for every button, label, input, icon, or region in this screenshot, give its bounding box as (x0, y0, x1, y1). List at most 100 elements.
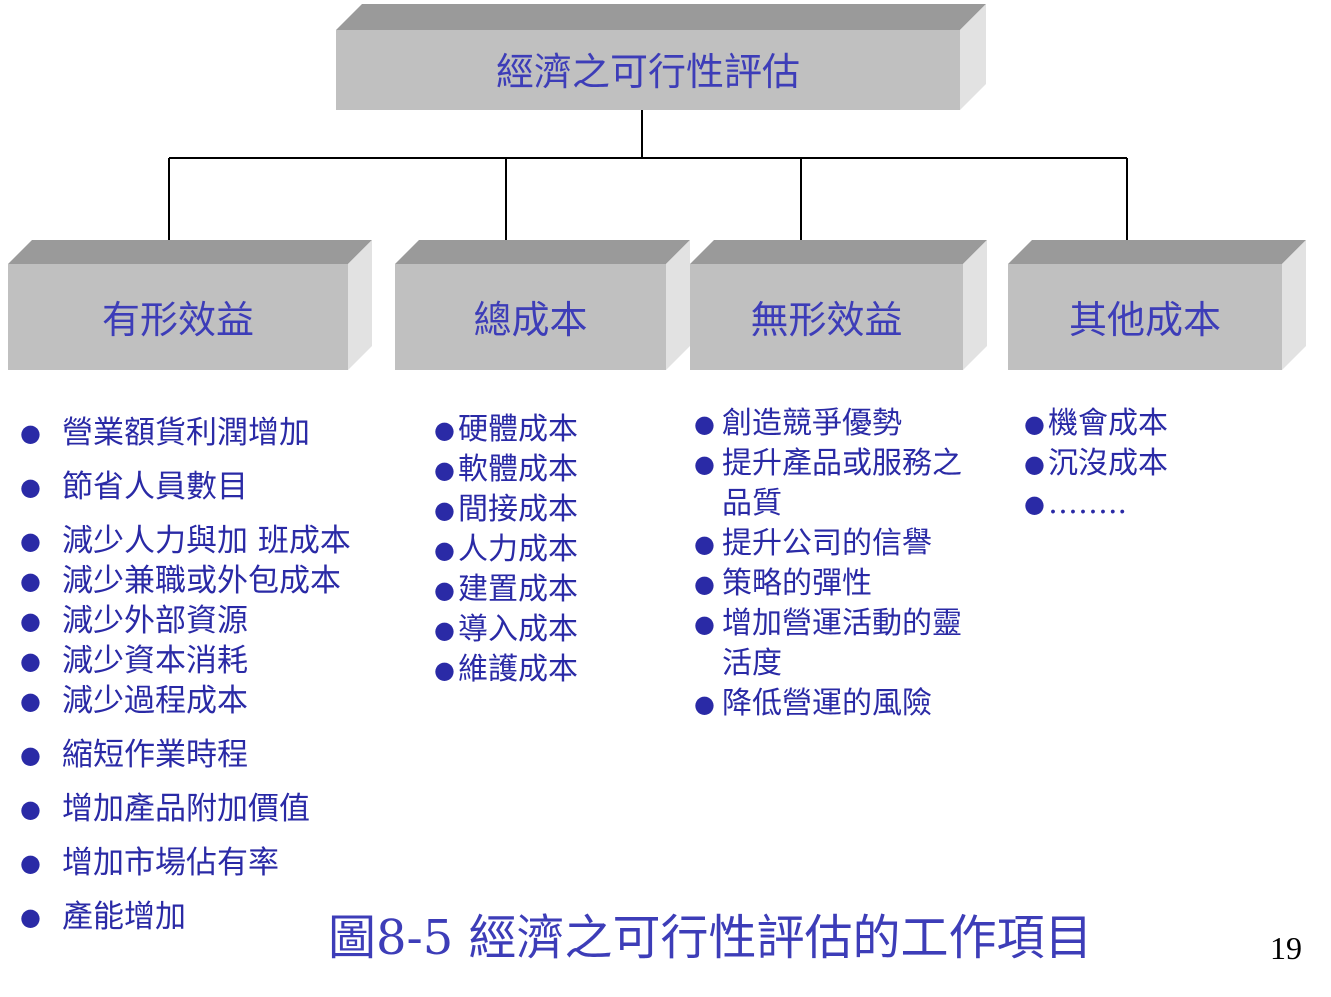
bullet-icon: ● (20, 647, 41, 675)
box-top (1008, 240, 1306, 264)
list-item-text: 人力成本 (458, 532, 578, 567)
box-side (666, 240, 690, 370)
box-top (690, 240, 987, 264)
list-item-text: 營業額貨利潤增加 (62, 415, 310, 451)
list-item: ●沉沒成本 (1024, 444, 1168, 484)
bullet-icon: ● (20, 567, 41, 595)
bullet-icon: ● (434, 456, 455, 484)
category-box-tangible-benefits (8, 240, 372, 370)
list-item: ●提升公司的信譽 (694, 524, 962, 564)
list-item-text: 減少過程成本 (62, 683, 248, 719)
bullet-icon: ● (694, 450, 715, 478)
root-box (336, 4, 986, 110)
list-item: ●間接成本 (434, 490, 578, 530)
list-item-text: 導入成本 (458, 612, 578, 647)
category-label-intangible-benefits: 無形效益 (750, 298, 903, 342)
list-item-text: 策略的彈性 (722, 566, 872, 601)
bullet-icon: ● (434, 496, 455, 524)
list-item: ●減少兼職或外包成本 (20, 558, 351, 599)
list-item: ● 減少外部資源 (20, 598, 351, 639)
list-item-text: 建置成本 (458, 572, 578, 607)
list-item: ●降低營運的風險 (694, 684, 962, 724)
list-item-text: 沉沒成本 (1048, 446, 1168, 481)
list-item-text: 提升產品或服務之品質 (722, 446, 962, 521)
list-item: ●縮短作業時程 (20, 732, 351, 786)
box-side (1282, 240, 1306, 370)
list-item-text: 降低營運的風險 (722, 686, 932, 721)
list-item: ●創造競爭優勢 (694, 404, 962, 444)
list-item-text: 硬體成本 (458, 412, 578, 447)
box-front (395, 264, 666, 370)
list-item-text: 產能增加 (62, 899, 186, 935)
list-item-text: 縮短作業時程 (62, 737, 248, 773)
list-item: ●維護成本 (434, 650, 578, 690)
list-item-text: 減少資本消耗 (62, 643, 248, 679)
list-item: ● 營業額貨利潤增加 (20, 410, 351, 464)
list-item-text: 減少外部資源 (62, 603, 248, 639)
bullet-icon: ● (20, 607, 41, 635)
box-top (8, 240, 372, 264)
list-other-cost: ●機會成本 ●沉沒成本 ●…….. (1024, 404, 1168, 524)
list-item: ●增加營運活動的靈活度 (694, 604, 962, 684)
list-item: ●提升產品或服務之品質 (694, 444, 962, 524)
bullet-icon: ● (1024, 450, 1045, 478)
bullet-icon: ● (20, 419, 41, 447)
bullet-icon: ● (694, 410, 715, 438)
bullet-icon: ● (434, 536, 455, 564)
list-item: ● 減少過程成本 (20, 678, 351, 732)
connectors (168, 110, 1128, 264)
bullet-icon: ● (694, 570, 715, 598)
list-item: ●導入成本 (434, 610, 578, 650)
list-item: ●硬體成本 (434, 410, 578, 450)
bullet-icon: ● (694, 530, 715, 558)
list-item: ●策略的彈性 (694, 564, 962, 604)
bullet-icon: ● (694, 690, 715, 718)
category-label-total-cost: 總成本 (473, 298, 588, 342)
list-item-text: 增加市場佔有率 (62, 845, 279, 881)
bullet-icon: ● (434, 416, 455, 444)
bullet-icon: ● (20, 687, 41, 715)
root-box-front (336, 30, 960, 110)
box-front (8, 264, 348, 370)
list-item-text: 創造競爭優勢 (722, 406, 902, 441)
list-item-text: 增加產品附加價值 (62, 791, 310, 827)
list-item-text: …….. (1048, 486, 1128, 521)
list-item: ●…….. (1024, 484, 1168, 524)
bullet-icon: ● (20, 473, 41, 501)
list-item-text: 機會成本 (1048, 406, 1168, 441)
list-item: ● 節省人員數目 (20, 464, 351, 518)
bullet-icon: ● (20, 527, 41, 555)
figure-caption: 圖8-5 經濟之可行性評估的工作項目 (328, 910, 1093, 966)
box-front (1008, 264, 1282, 370)
bullet-icon: ● (20, 795, 41, 823)
box-side (348, 240, 372, 370)
bullet-icon: ● (434, 576, 455, 604)
list-item-text: 減少人力與加 班成本 (62, 523, 351, 559)
category-box-total-cost (395, 240, 690, 370)
list-item-text: 提升公司的信譽 (722, 526, 932, 561)
page-number: 19 (1270, 930, 1302, 966)
bullet-icon: ● (20, 849, 41, 877)
box-top (395, 240, 690, 264)
box-front (690, 264, 963, 370)
list-item: ●機會成本 (1024, 404, 1168, 444)
bullet-icon: ● (434, 616, 455, 644)
root-box-top (336, 4, 986, 30)
list-tangible-benefits: ● 營業額貨利潤增加 ● 節省人員數目 ● 減少人力與加 班成本 ●減少兼職或外包成本… (20, 410, 351, 948)
list-item: ●軟體成本 (434, 450, 578, 490)
bullet-icon: ● (20, 903, 41, 931)
bullet-icon: ● (694, 610, 715, 638)
bullet-icon: ● (434, 656, 455, 684)
bullet-icon: ● (1024, 410, 1045, 438)
bullet-icon: ● (1024, 490, 1045, 518)
list-item-text: 間接成本 (458, 492, 578, 527)
list-total-cost: ●硬體成本 ●軟體成本 ●間接成本 ●人力成本 ●建置成本 ●導入成本 ●維護成… (434, 410, 578, 690)
list-item: ● 增加市場佔有率 (20, 840, 351, 894)
list-item: ● 增加產品附加價值 (20, 786, 351, 840)
list-item-text: 節省人員數目 (62, 469, 248, 505)
list-item-text: 增加營運活動的靈活度 (722, 606, 962, 681)
list-item: ● 減少人力與加 班成本 (20, 518, 351, 559)
category-label-other-cost: 其他成本 (1068, 298, 1221, 342)
root-label: 經濟之可行性評估 (495, 50, 800, 94)
